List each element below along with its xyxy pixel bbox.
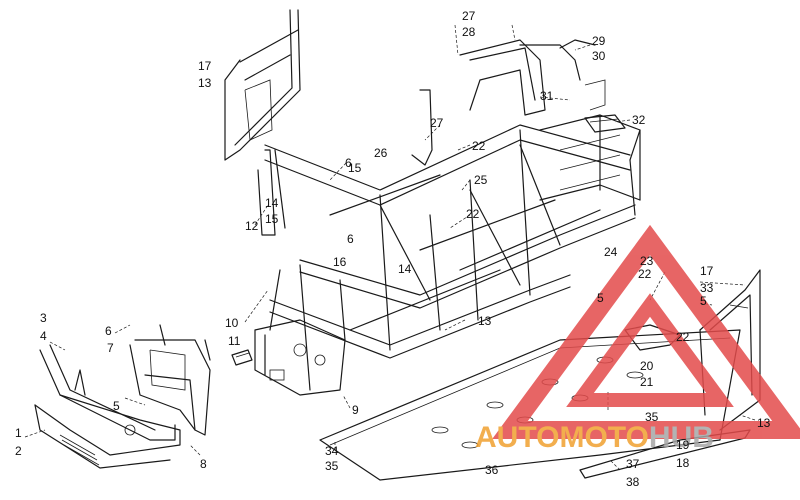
part-callout: 18 (676, 456, 690, 470)
part-callout: 22 (472, 139, 486, 153)
part-callout: 5 (597, 291, 604, 305)
watermark: AUTOMOTOHUB (475, 224, 800, 454)
part-callout: 27 (430, 116, 444, 130)
part-callout: 17 (700, 264, 714, 278)
part-callout: 35 (645, 410, 659, 424)
part-callout: 20 (640, 359, 654, 373)
front-bumper (34, 344, 181, 469)
part-callout: 30 (592, 49, 606, 63)
part-callout: 6 (347, 232, 354, 246)
part-callout: 24 (604, 245, 618, 259)
watermark-triangle-inner (566, 293, 734, 407)
part-callout: 10 (225, 316, 239, 330)
part-callout: 22 (676, 330, 690, 344)
part-callout: 5 (700, 294, 707, 308)
part-callout: 31 (540, 89, 554, 103)
part-callout: 4 (40, 329, 47, 343)
part-callout: 32 (632, 113, 646, 127)
part-callout: 13 (478, 314, 492, 328)
leader-lines (24, 24, 756, 471)
part-callout: 8 (200, 457, 207, 471)
center-upright (411, 89, 433, 166)
part-callout: 23 (640, 254, 654, 268)
part-callout: 2 (15, 444, 22, 458)
part-callout: 34 (325, 444, 339, 458)
part-callout: 21 (640, 375, 654, 389)
part-callout: 36 (485, 463, 499, 477)
part-callout: 26 (374, 146, 388, 160)
part-callout: 22 (466, 207, 480, 221)
part-callout: 3 (40, 311, 47, 325)
part-callout: 12 (245, 219, 259, 233)
watermark-word-moto: MOTO (559, 421, 648, 454)
part-callout: 27 (462, 9, 476, 23)
part-callout: 19 (676, 438, 690, 452)
svg-text:AUTOMOTOHUB: AUTOMOTOHUB (475, 421, 714, 454)
part-callout: 11 (228, 334, 241, 348)
part-callout: 15 (265, 212, 279, 226)
part-callout: 14 (265, 196, 279, 210)
part-callout: 6 (345, 156, 352, 170)
part-callout: 22 (638, 267, 652, 281)
part-callout: 9 (352, 403, 359, 417)
watermark-word-hub: HUB (649, 421, 714, 454)
part-callout: 5 (113, 399, 120, 413)
part-callout: 28 (462, 25, 476, 39)
part-callout: 14 (398, 262, 412, 276)
left-upper-frame (224, 9, 301, 236)
part-callout: 37 (626, 457, 640, 471)
part-callout: 7 (107, 341, 114, 355)
part-callout: 16 (333, 255, 347, 269)
main-frame (254, 114, 641, 396)
small-plate (231, 349, 253, 366)
rear-upper-bracket (459, 39, 606, 116)
part-callout: 6 (105, 324, 112, 338)
part-callout: 17 (198, 59, 212, 73)
front-bracket (129, 324, 211, 436)
part-callouts: 1 2 3 4 5 5 5 6 6 6 7 8 9 10 11 12 13 13… (15, 9, 771, 489)
part-callout: 29 (592, 34, 606, 48)
part-callout: 15 (348, 161, 362, 175)
rear-plate (584, 114, 626, 133)
part-callout: 33 (700, 281, 714, 295)
part-callout: 1 (15, 426, 22, 440)
part-callout: 13 (757, 416, 771, 430)
watermark-triangle-outer (492, 224, 800, 439)
part-callout: 38 (626, 475, 640, 489)
part-callout: 25 (474, 173, 488, 187)
part-callout: 13 (198, 76, 212, 90)
watermark-word-auto: AUTO (475, 421, 559, 454)
part-callout: 35 (325, 459, 339, 473)
